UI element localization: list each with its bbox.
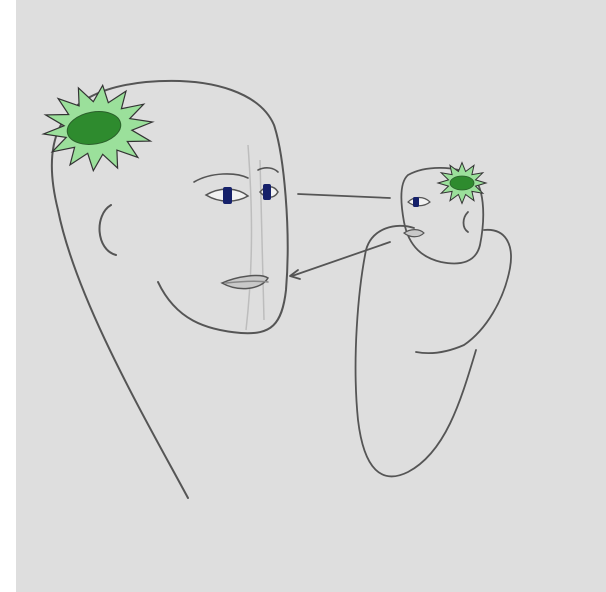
gray-panel bbox=[16, 0, 606, 592]
panel-background bbox=[16, 0, 606, 592]
illustration-svg bbox=[16, 0, 606, 592]
